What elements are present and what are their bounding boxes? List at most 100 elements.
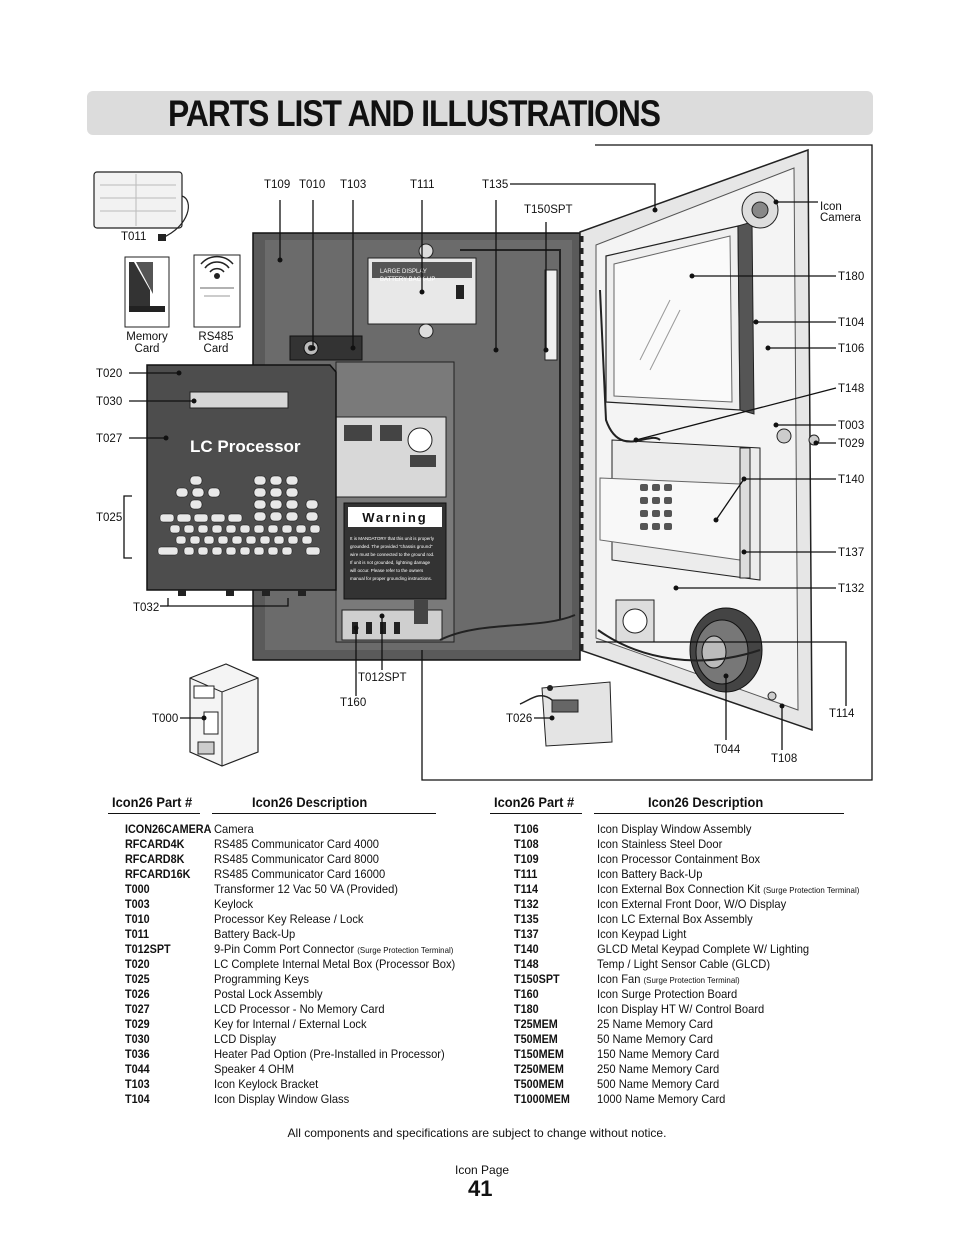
part-description: LC Complete Internal Metal Box (Processo…: [214, 957, 456, 971]
parts-diagram: LARGE DISPLAY BATTERY BACK-UP Warning It…: [93, 144, 873, 781]
label-t104: T104: [838, 317, 865, 329]
label-t135: T135: [482, 179, 508, 191]
label-t109: T109: [264, 179, 290, 191]
label-t137: T137: [838, 547, 864, 559]
label-icon-camera: Icon: [820, 201, 842, 213]
part-code: T140: [514, 942, 539, 956]
label-t027: T027: [96, 433, 122, 445]
label-t000: T000: [152, 713, 178, 725]
header-underline: [212, 813, 436, 814]
lc-processor-label: LC Processor: [190, 437, 301, 456]
page-title: PARTS LIST AND ILLUSTRATIONS: [168, 93, 661, 134]
label-t029: T029: [838, 438, 864, 450]
part-code: T109: [514, 852, 539, 866]
part-code: T150MEM: [514, 1047, 564, 1061]
left-part-header: Icon26 Part #: [112, 794, 193, 810]
postal-lock-assembly: [519, 681, 613, 747]
header-underline: [108, 813, 200, 814]
title-bar: [87, 91, 873, 135]
part-code: RFCARD4K: [125, 837, 185, 851]
label-t032: T032: [133, 602, 159, 614]
part-description: Camera: [214, 822, 254, 836]
svg-text:If unit is not grounded, light: If unit is not grounded, lightning damag…: [350, 560, 431, 565]
parts-row: T012SPT 9-Pin Comm Port Connector (Surge …: [0, 942, 480, 957]
label-t106: T106: [838, 343, 864, 355]
right-part-header: Icon26 Part #: [494, 794, 575, 810]
part-code: T003: [125, 897, 150, 911]
part-code: T026: [125, 987, 150, 1001]
control-board: [335, 416, 447, 498]
part-description: Icon Stainless Steel Door: [597, 837, 723, 851]
part-code: T012SPT: [125, 942, 171, 956]
part-code: T029: [125, 1017, 150, 1031]
part-description: 25 Name Memory Card: [597, 1017, 713, 1031]
page-number: 41: [468, 1176, 493, 1201]
label-t180: T180: [838, 271, 864, 283]
part-code: T132: [514, 897, 539, 911]
parts-row: T103 Icon Keylock Bracket: [0, 1077, 480, 1092]
parts-row: T137 Icon Keypad Light: [480, 927, 954, 942]
label-t026: T026: [506, 713, 532, 725]
label-t148: T148: [838, 383, 864, 395]
part-description: Postal Lock Assembly: [214, 987, 323, 1001]
transformer: [189, 663, 259, 767]
part-description: 1000 Name Memory Card: [597, 1092, 726, 1106]
part-description: Icon Keylock Bracket: [214, 1077, 319, 1091]
svg-text:BATTERY BACK-UP: BATTERY BACK-UP: [380, 277, 435, 283]
part-code: T160: [514, 987, 539, 1001]
label-t150spt: T150SPT: [524, 204, 573, 216]
part-code: T027: [125, 1002, 150, 1016]
part-description: Key for Internal / External Lock: [214, 1017, 367, 1031]
lc-processor: LC Processor: [146, 364, 337, 596]
part-code: T50MEM: [514, 1032, 558, 1046]
part-code: T106: [514, 822, 539, 836]
left-description-header: Icon26 Description: [252, 794, 368, 810]
label-memory-card-2: Card: [135, 343, 160, 355]
part-code: ICON26CAMERA: [125, 822, 212, 836]
label-icon-camera-2: Camera: [820, 212, 862, 224]
label-rs485-card: RS485: [198, 331, 233, 343]
parts-row: T003 Keylock: [0, 897, 480, 912]
part-description: Icon Keypad Light: [597, 927, 687, 941]
label-t103: T103: [340, 179, 366, 191]
memory-card: [124, 256, 170, 328]
battery-pack: [93, 171, 189, 241]
footer-note: All components and specifications are su…: [287, 1126, 667, 1140]
part-description: Icon External Front Door, W/O Display: [597, 897, 787, 911]
header-underline: [490, 813, 582, 814]
part-code: T137: [514, 927, 539, 941]
part-description: LCD Processor - No Memory Card: [214, 1002, 385, 1016]
page-label: Icon Page: [455, 1163, 510, 1177]
svg-text:wire must be connected to the: wire must be connected to the ground rod…: [350, 552, 434, 557]
part-description: RS485 Communicator Card 8000: [214, 852, 380, 866]
part-description: 9-Pin Comm Port Connector (Surge Protect…: [214, 942, 454, 956]
label-t011: T011: [121, 231, 146, 243]
part-code: T044: [125, 1062, 150, 1076]
part-code: RFCARD16K: [125, 867, 191, 881]
part-code: T036: [125, 1047, 150, 1061]
part-description: Icon Fan (Surge Protection Terminal): [597, 972, 740, 986]
header-underline: [594, 813, 844, 814]
part-description: Keylock: [214, 897, 254, 911]
part-code: T103: [125, 1077, 150, 1091]
part-code: T135: [514, 912, 539, 926]
part-description: Battery Back-Up: [214, 927, 296, 941]
part-code: T104: [125, 1092, 150, 1106]
